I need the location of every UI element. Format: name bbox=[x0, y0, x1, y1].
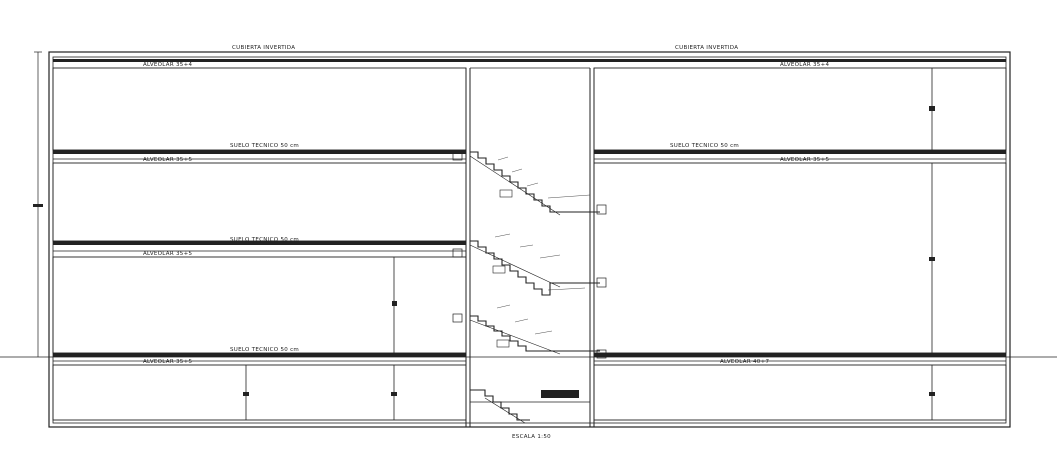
stair-flight-base bbox=[470, 389, 590, 424]
technical-floor-label: SUELO TECNICO 50 cm bbox=[230, 237, 299, 243]
alveolar-label: ALVEOLAR 35+5 bbox=[143, 157, 193, 163]
alveolar-label: ALVEOLAR 35+4 bbox=[143, 62, 193, 68]
slab-labels: ALVEOLAR 35+4 ALVEOLAR 35+4 ALVEOLAR 35+… bbox=[143, 62, 830, 365]
left-wing-floors bbox=[52, 67, 467, 421]
alveolar-label: ALVEOLAR 35+5 bbox=[143, 359, 193, 365]
right-wing-floors bbox=[593, 67, 1007, 421]
technical-floor-label: SUELO TECNICO 50 cm bbox=[670, 143, 739, 149]
roof-slab: CUBIERTA INVERTIDA CUBIERTA INVERTIDA bbox=[53, 45, 1006, 62]
technical-floor-label: SUELO TECNICO 50 cm bbox=[230, 143, 299, 149]
stair-flight-middle bbox=[452, 233, 607, 296]
stair-flight-lower bbox=[452, 304, 607, 359]
roof-label-right: CUBIERTA INVERTIDA bbox=[675, 45, 738, 51]
alveolar-label: ALVEOLAR 35+4 bbox=[780, 62, 830, 68]
dimension-left bbox=[33, 51, 43, 357]
alveolar-label: ALVEOLAR 35+5 bbox=[143, 251, 193, 257]
technical-floor-label: SUELO TECNICO 50 cm bbox=[230, 347, 299, 353]
roof-label-left: CUBIERTA INVERTIDA bbox=[232, 45, 295, 51]
alveolar-label: ALVEOLAR 35+5 bbox=[780, 157, 830, 163]
scale-label: ESCALA 1:50 bbox=[512, 434, 551, 440]
stair-flight-upper bbox=[452, 151, 607, 216]
alveolar-label: ALVEOLAR 40+7 bbox=[720, 359, 770, 365]
building-outline bbox=[48, 51, 1011, 428]
